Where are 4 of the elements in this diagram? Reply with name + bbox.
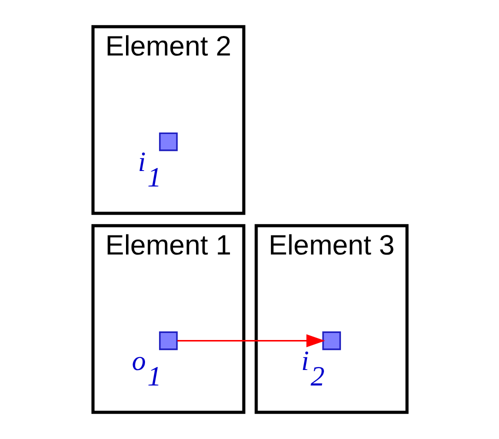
node-box [322,331,340,350]
node-box [158,331,178,350]
node-box [158,132,178,152]
arrow [176,334,325,348]
